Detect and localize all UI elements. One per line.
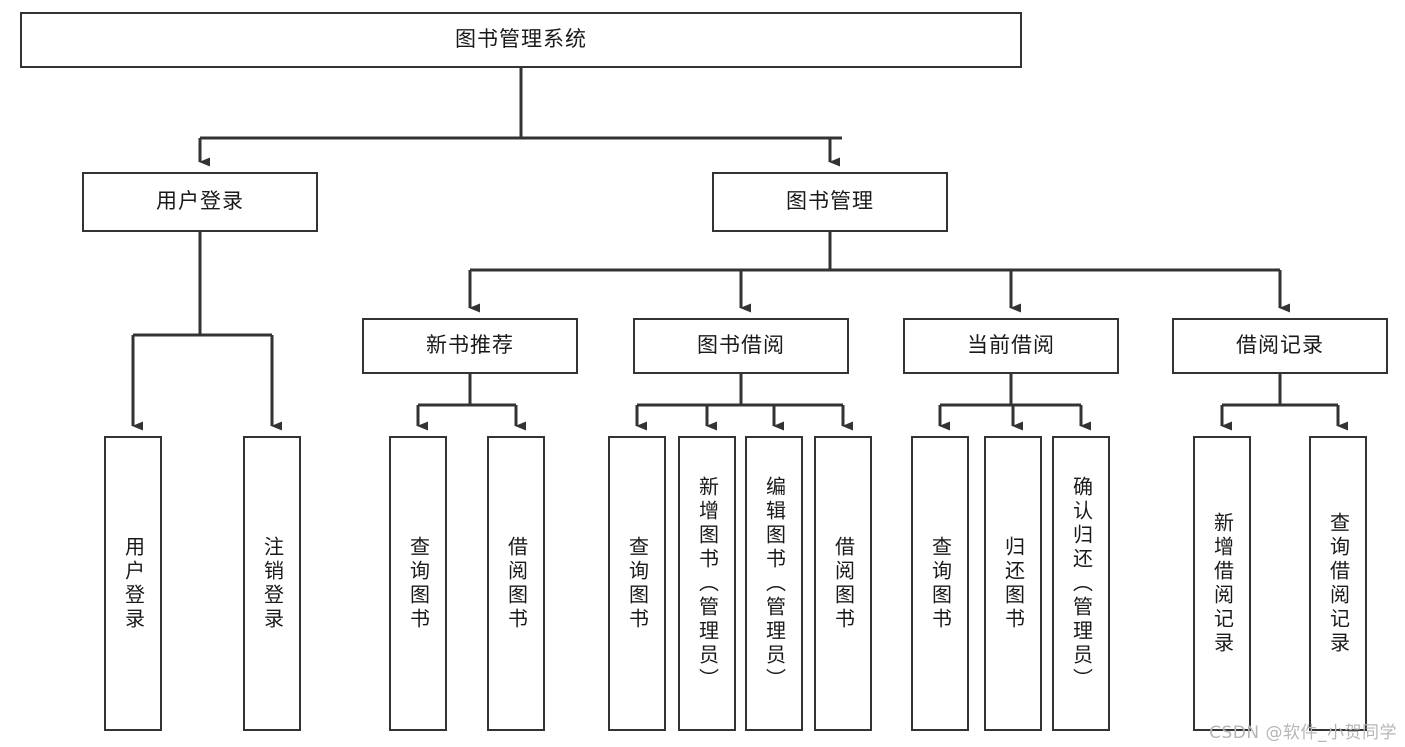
node-leaf-query-record[interactable]: 查询借阅记录 [1309,436,1367,731]
node-leaf-add-book-label: 新增图书（管理员） [695,475,720,692]
node-leaf-query-book-2[interactable]: 查询图书 [608,436,666,731]
node-book-borrow[interactable]: 图书借阅 [633,318,849,374]
node-leaf-borrow-book-2[interactable]: 借阅图书 [814,436,872,731]
node-book-manage[interactable]: 图书管理 [712,172,948,232]
node-current-borrow[interactable]: 当前借阅 [903,318,1119,374]
node-leaf-return-book-label: 归还图书 [1001,535,1026,632]
node-leaf-confirm-return-label: 确认归还（管理员） [1069,475,1094,692]
node-book-manage-label: 图书管理 [786,189,874,214]
node-leaf-borrow-book-2-label: 借阅图书 [831,535,856,632]
node-leaf-add-record-label: 新增借阅记录 [1210,511,1235,656]
node-leaf-query-book-1-label: 查询图书 [406,535,431,632]
node-user-login[interactable]: 用户登录 [82,172,318,232]
node-leaf-add-record[interactable]: 新增借阅记录 [1193,436,1251,731]
node-root-label: 图书管理系统 [455,27,587,52]
node-leaf-borrow-book-1-label: 借阅图书 [504,535,529,632]
node-leaf-query-book-1[interactable]: 查询图书 [389,436,447,731]
node-user-login-label: 用户登录 [156,189,244,214]
node-leaf-confirm-return[interactable]: 确认归还（管理员） [1052,436,1110,731]
node-leaf-user-logout-label: 注销登录 [260,535,285,632]
node-leaf-add-book[interactable]: 新增图书（管理员） [678,436,736,731]
node-leaf-query-book-2-label: 查询图书 [625,535,650,632]
node-leaf-query-book-3[interactable]: 查询图书 [911,436,969,731]
node-leaf-borrow-book-1[interactable]: 借阅图书 [487,436,545,731]
node-leaf-edit-book[interactable]: 编辑图书（管理员） [745,436,803,731]
node-leaf-user-login[interactable]: 用户登录 [104,436,162,731]
node-new-book-rec-label: 新书推荐 [426,333,514,358]
node-root[interactable]: 图书管理系统 [20,12,1022,68]
node-current-borrow-label: 当前借阅 [967,333,1055,358]
node-book-borrow-label: 图书借阅 [697,333,785,358]
node-leaf-query-book-3-label: 查询图书 [928,535,953,632]
node-leaf-user-logout[interactable]: 注销登录 [243,436,301,731]
node-borrow-record[interactable]: 借阅记录 [1172,318,1388,374]
node-leaf-edit-book-label: 编辑图书（管理员） [762,475,787,692]
csdn-watermark: CSDN @软件_小贺同学 [1209,723,1397,743]
node-new-book-rec[interactable]: 新书推荐 [362,318,578,374]
node-leaf-return-book[interactable]: 归还图书 [984,436,1042,731]
node-leaf-user-login-label: 用户登录 [121,535,146,632]
node-leaf-query-record-label: 查询借阅记录 [1326,511,1351,656]
node-borrow-record-label: 借阅记录 [1236,333,1324,358]
